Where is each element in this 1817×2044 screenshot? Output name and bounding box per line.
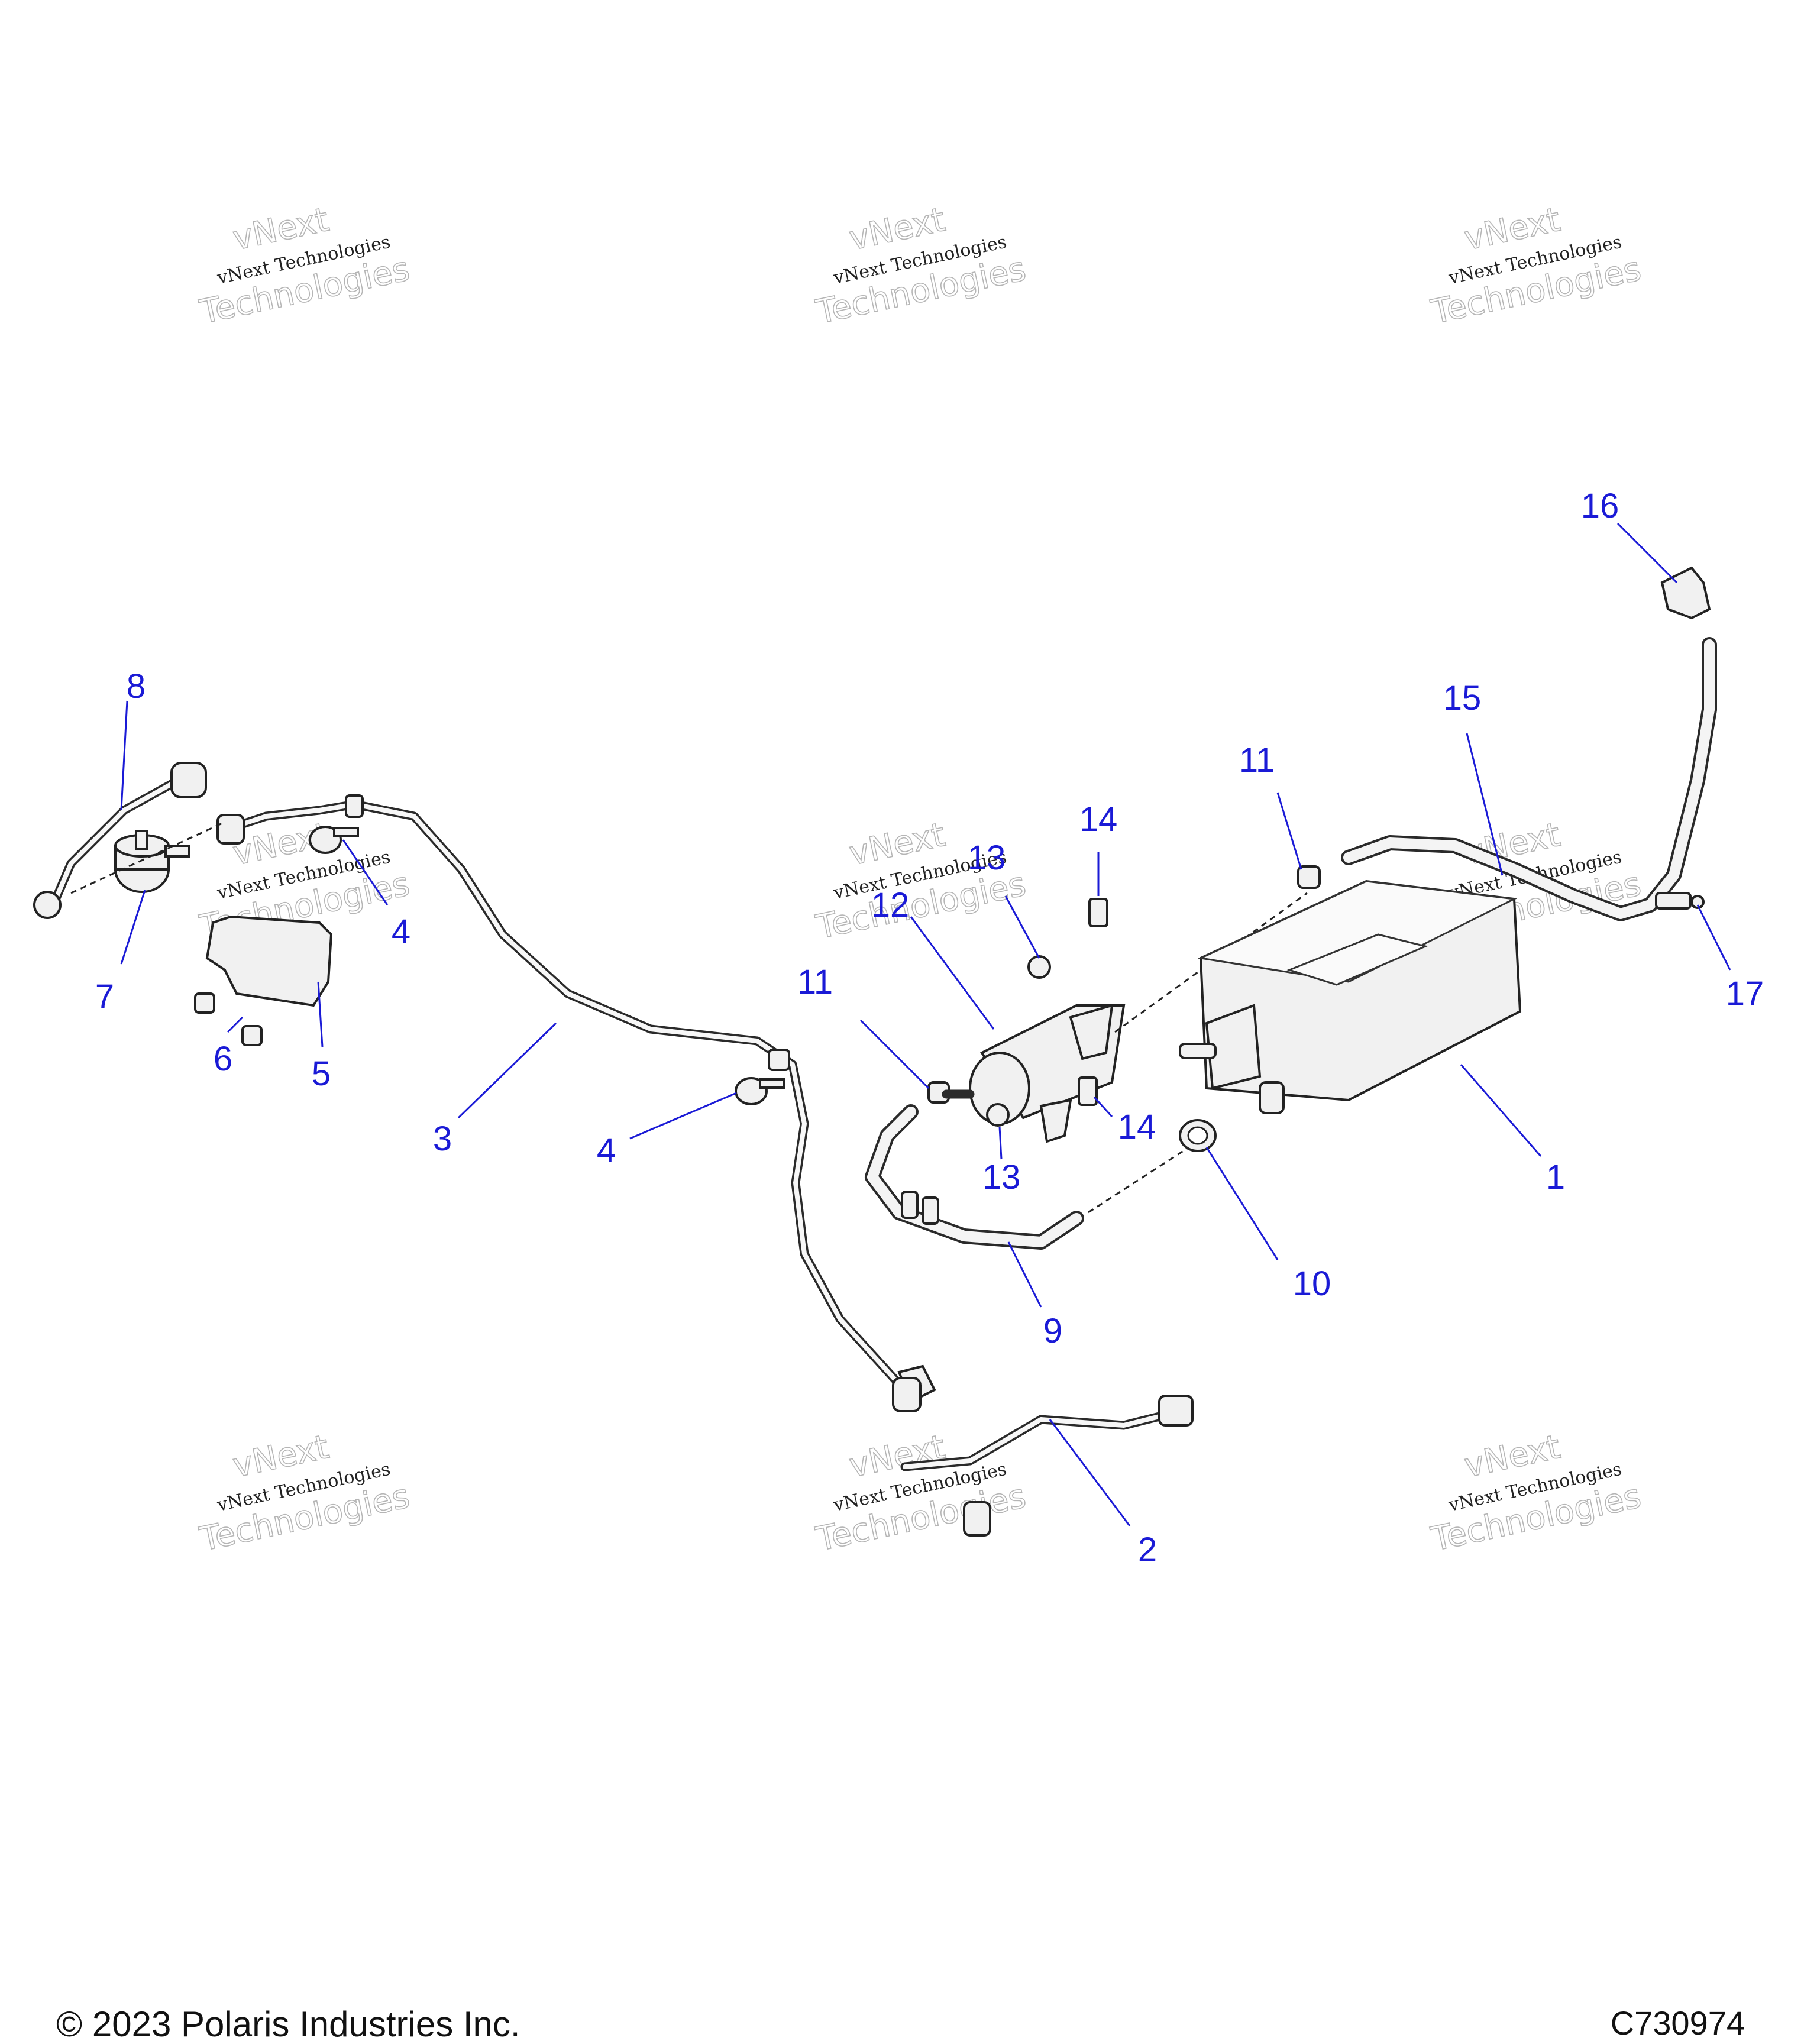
part-5-bracket — [205, 915, 333, 1007]
figure-id: C730974 — [1610, 2004, 1745, 2042]
callout-6: 6 — [214, 1040, 232, 1078]
part-13-push-pin-lower — [986, 1103, 1010, 1127]
callout-4-lower: 4 — [597, 1131, 616, 1170]
callout-14-upper: 14 — [1079, 800, 1118, 839]
part-14-clip-upper — [1088, 898, 1108, 927]
callout-12: 12 — [871, 886, 910, 924]
callout-8: 8 — [127, 667, 146, 706]
part-15-hose — [1341, 637, 1717, 921]
callout-16: 16 — [1581, 487, 1619, 525]
callout-13-upper: 13 — [968, 839, 1006, 877]
callout-13-lower: 13 — [982, 1158, 1021, 1196]
callout-11-right: 11 — [1239, 741, 1275, 780]
callout-4-upper: 4 — [392, 913, 410, 951]
callout-15: 15 — [1443, 679, 1482, 717]
callout-17: 17 — [1726, 975, 1764, 1013]
copyright-notice: © 2023 Polaris Industries Inc. — [56, 2004, 520, 2044]
callout-1: 1 — [1546, 1158, 1565, 1196]
part-4-clip-upper — [309, 826, 359, 854]
part-10-clamp — [1179, 1119, 1217, 1152]
part-17-clip — [1655, 892, 1705, 910]
watermark: vNext Technologies vNext Technologies — [1427, 1427, 1645, 1560]
part-6-bolts — [194, 992, 263, 1046]
part-12-purge-valve — [942, 1004, 1126, 1143]
watermark: vNext Technologies vNext Technologies — [1427, 200, 1645, 332]
part-1-canister — [1179, 879, 1522, 1114]
callout-labels: 1 2 3 4 4 5 6 7 8 9 10 11 11 12 13 13 14… — [95, 487, 1764, 1569]
callout-5: 5 — [312, 1055, 331, 1093]
callout-2: 2 — [1138, 1531, 1157, 1569]
part-3-vent-tube — [216, 794, 936, 1412]
part-9-hose — [865, 1104, 1084, 1250]
callout-11-left: 11 — [797, 963, 833, 1001]
watermark: vNext Technologies vNext Technologies — [196, 200, 413, 332]
part-13-push-pin-upper — [1027, 955, 1051, 979]
part-8-hose — [33, 762, 207, 919]
watermark: vNext Technologies vNext Technologies — [812, 200, 1030, 332]
part-11-clamp-right — [1297, 865, 1321, 889]
leader-lines — [120, 522, 1731, 1526]
callout-14-lower: 14 — [1118, 1108, 1156, 1146]
callout-10: 10 — [1293, 1264, 1331, 1303]
callout-3: 3 — [433, 1120, 452, 1158]
callout-7: 7 — [95, 978, 114, 1016]
watermark: vNext Technologies vNext Technologies — [196, 1427, 413, 1560]
part-14-clip-lower — [1078, 1076, 1098, 1106]
part-4-clip-lower — [735, 1077, 785, 1105]
watermark: vNext Technologies vNext Technologies — [812, 1427, 1030, 1560]
callout-9: 9 — [1043, 1312, 1062, 1350]
part-2-tube — [900, 1395, 1194, 1537]
part-7-valve — [70, 821, 225, 894]
